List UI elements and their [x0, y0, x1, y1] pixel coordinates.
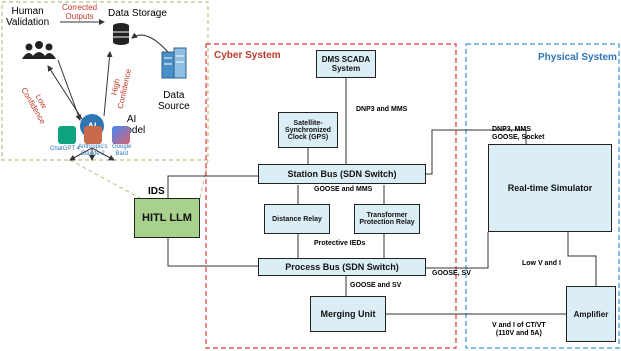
human-validation-label: Human Validation — [6, 6, 50, 28]
cyber-system-title: Cyber System — [214, 50, 281, 61]
cyber-region-border — [205, 43, 457, 349]
goose-sv-down-label: GOOSE and SV — [350, 282, 402, 289]
dms-scada-label: DMS SCADA System — [321, 55, 371, 73]
merging-unit-box: Merging Unit — [310, 296, 386, 332]
distance-relay-label: Distance Relay — [272, 215, 322, 223]
chatgpt-label: ChatGPT 4 — [50, 146, 80, 152]
low-v-i-label: Low V and I — [522, 260, 561, 267]
transformer-relay-label: Transformer Protection Relay — [359, 212, 415, 226]
v-i-ct-vt-label: V and I of CT/VT (110V and 5A) — [492, 322, 546, 337]
data-storage-label: Data Storage — [108, 8, 167, 19]
gps-clock-box: Satellite- Synchronized Clock (GPS) — [278, 112, 338, 148]
station-bus-box: Station Bus (SDN Switch) — [258, 164, 426, 184]
distance-relay-box: Distance Relay — [264, 204, 330, 234]
claude-label: Anthropic's Claude 2 — [78, 144, 108, 157]
ai-model-label: AI Model — [118, 114, 146, 136]
protective-ieds-label: Protective IEDs — [314, 240, 366, 247]
data-source-label: Data Source — [158, 90, 190, 112]
process-bus-label: Process Bus (SDN Switch) — [285, 262, 399, 272]
rt-simulator-label: Real-time Simulator — [507, 183, 593, 193]
dms-scada-box: DMS SCADA System — [316, 50, 376, 78]
corrected-outputs-label: Corrected Outputs — [62, 3, 98, 21]
goose-mms-label: GOOSE and MMS — [314, 186, 373, 193]
database-icon — [113, 23, 129, 45]
physical-system-title: Physical System — [538, 52, 617, 63]
hitl-llm-box: HITL LLM — [134, 198, 200, 238]
bard-logo-icon — [112, 126, 130, 144]
people-icon — [22, 41, 56, 59]
chatgpt-logo-icon — [58, 126, 76, 144]
station-bus-label: Station Bus (SDN Switch) — [287, 169, 397, 179]
physical-region-border — [465, 43, 620, 349]
amplifier-box: Amplifier — [566, 286, 616, 342]
gps-clock-label: Satellite- Synchronized Clock (GPS) — [285, 119, 331, 141]
merging-unit-label: Merging Unit — [320, 309, 376, 319]
goose-sv-label: GOOSE, SV — [432, 270, 471, 277]
claude-logo-icon — [84, 126, 102, 144]
process-bus-box: Process Bus (SDN Switch) — [258, 258, 426, 276]
bard-label: Google Bard — [112, 144, 132, 157]
amplifier-label: Amplifier — [573, 309, 609, 319]
dnp3-goose-socket-label: DNP3, MMS GOOSE, Socket — [492, 126, 545, 141]
rt-simulator-box: Real-time Simulator — [488, 144, 612, 232]
dnp3-mms-label: DNP3 and MMS — [356, 106, 408, 113]
server-icon — [161, 47, 187, 79]
hitl-llm-label: HITL LLM — [142, 212, 192, 224]
ids-label: IDS — [148, 186, 165, 197]
transformer-relay-box: Transformer Protection Relay — [354, 204, 420, 234]
